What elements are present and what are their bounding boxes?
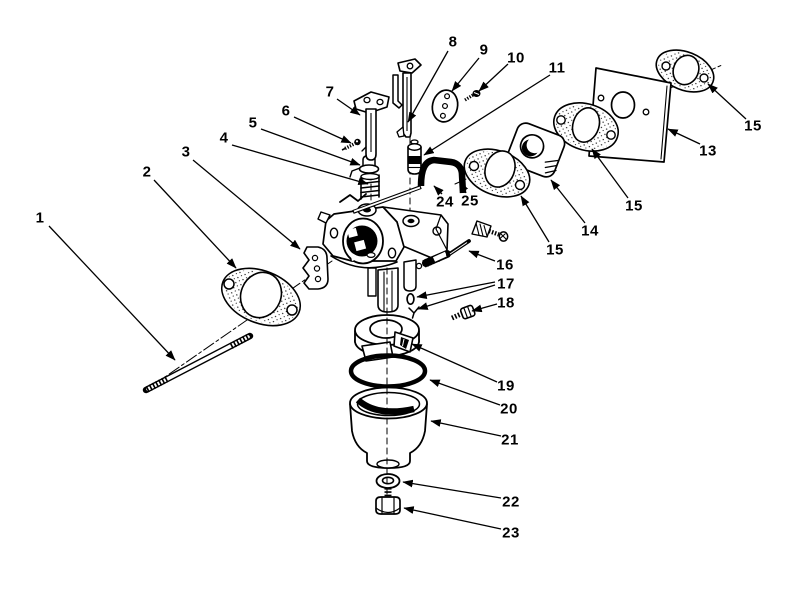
leader-line-21: [430, 419, 502, 437]
leader-line-13: [667, 128, 701, 145]
callout-label-3: 3: [182, 144, 191, 161]
callout-label-5: 5: [249, 115, 258, 132]
leader-line-4: [231, 144, 369, 186]
leader-line-8: [407, 50, 449, 123]
leader-line-16: [468, 250, 496, 262]
callout-label-16: 16: [496, 257, 514, 274]
leader-line-15: [591, 148, 629, 199]
part-4-spring: [360, 172, 380, 200]
callout-label-17: 17: [497, 276, 515, 293]
callout-label-8: 8: [449, 34, 458, 51]
leader-line-15: [707, 83, 747, 120]
callout-label-19: 19: [497, 378, 515, 395]
leader-line-23: [403, 506, 502, 530]
leader-line-20: [429, 379, 501, 406]
callout-label-13: 13: [699, 143, 717, 160]
part-15-gasket-left: [463, 148, 531, 198]
leader-line-25: [459, 181, 469, 194]
leader-line-14: [550, 179, 586, 224]
callout-label-4: 4: [220, 130, 229, 147]
leader-line-17: [417, 284, 496, 310]
callout-label-11: 11: [549, 60, 566, 77]
callout-label-23: 23: [502, 525, 520, 542]
callout-label-10: 10: [507, 50, 525, 67]
part-10-screw: [464, 90, 481, 102]
part-1-mounting-stud: [142, 332, 254, 394]
part-24-fuel-hose: [417, 156, 467, 194]
part-20-o-ring: [348, 353, 428, 389]
leader-line-17: [416, 281, 496, 299]
callout-label-18: 18: [497, 295, 515, 312]
leader-line-10: [478, 63, 509, 92]
part-2-flange-gasket: [220, 267, 302, 327]
part-23-nut: [375, 488, 401, 515]
carburetor-body: [317, 185, 451, 313]
callout-label-9: 9: [480, 42, 489, 59]
leader-line-18: [471, 303, 498, 313]
callout-label-15: 15: [546, 242, 564, 259]
part-21-float-bowl: [349, 386, 428, 469]
leader-line-9: [451, 57, 480, 92]
callout-label-15: 15: [625, 198, 643, 215]
leader-line-15: [520, 195, 550, 243]
callout-label-24: 24: [436, 194, 454, 211]
callout-label-15: 15: [744, 118, 762, 135]
leader-line-6: [293, 116, 352, 144]
part-11-plunger: [407, 139, 422, 175]
leader-line-5: [260, 128, 361, 166]
callout-label-20: 20: [500, 401, 518, 418]
callout-label-21: 21: [501, 432, 519, 449]
callout-label-7: 7: [326, 84, 335, 101]
leader-line-1: [48, 225, 176, 361]
part-5-inlet-seat: [349, 154, 380, 178]
part-6-screw: [341, 138, 361, 151]
callout-label-1: 1: [36, 210, 45, 227]
leader-line-7: [336, 98, 361, 116]
leader-line-3: [192, 159, 301, 250]
part-17-seal-and-clip: [406, 292, 420, 319]
part-9-choke-plate: [431, 89, 459, 123]
part-7-throttle-shaft: [353, 91, 390, 161]
part-15-gasket-right: [655, 49, 715, 93]
callout-label-14: 14: [581, 223, 599, 240]
leader-line-19: [411, 343, 498, 383]
callout-label-22: 22: [502, 494, 520, 511]
leader-line-11: [423, 74, 551, 156]
part-3-plate: [302, 246, 329, 290]
leader-line-24: [433, 185, 444, 196]
leader-line-22: [402, 479, 502, 499]
part-15-gasket-middle: [553, 102, 619, 152]
callout-label-2: 2: [143, 164, 152, 181]
callout-label-6: 6: [282, 103, 291, 120]
part-22-washer: [375, 473, 401, 489]
callout-label-25: 25: [461, 193, 479, 210]
part-16-idle-screw-and-spring: [446, 220, 509, 257]
leader-line-2: [153, 179, 237, 269]
